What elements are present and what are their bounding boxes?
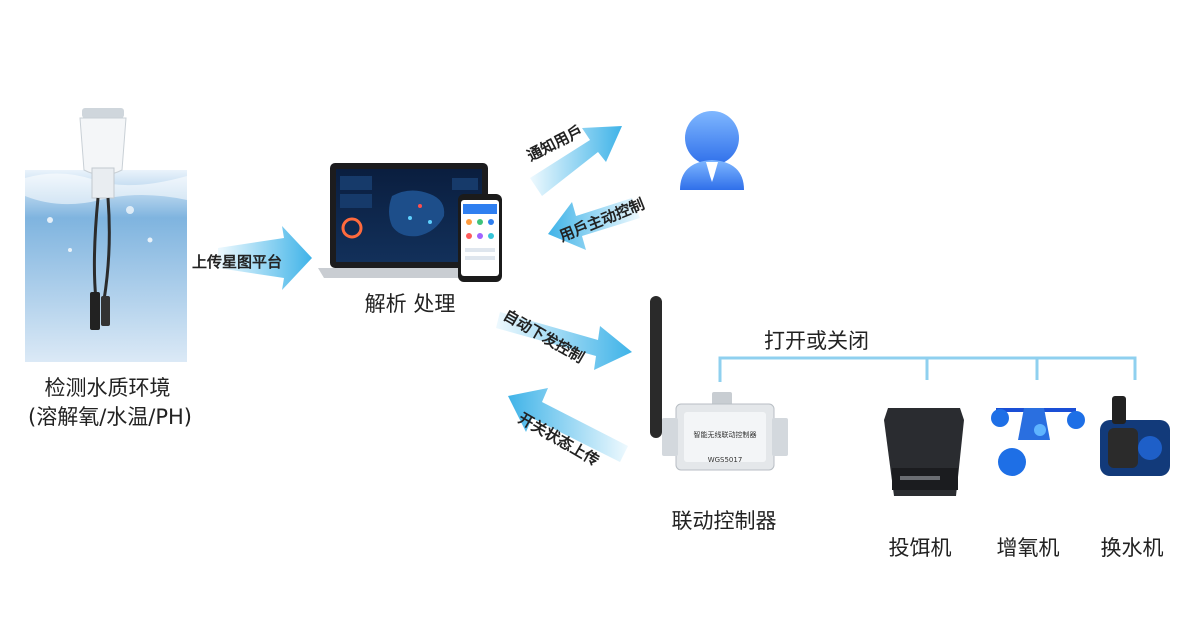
user-icon [680, 111, 744, 190]
pump-image [1100, 396, 1170, 476]
notify-user-arrow [530, 126, 622, 196]
sensor-caption-1: 检测水质环境 [44, 376, 171, 400]
sensor-caption-2: (溶解氧/水温/PH) [28, 405, 192, 429]
laptop-image [318, 163, 502, 282]
device-label-pump: 换水机 [1100, 536, 1164, 560]
user-control-arrow [548, 198, 640, 250]
upload-arrow [218, 226, 312, 290]
water-sensor-image [25, 108, 187, 362]
switch-status-arrow [508, 388, 628, 462]
controller-model: WGS5017 [707, 456, 743, 464]
device-label-feeder: 投饵机 [888, 536, 952, 560]
feeder-image [884, 408, 964, 496]
control-group-title: 打开或关闭 [764, 329, 869, 353]
aerator-image [991, 408, 1085, 476]
device-label-aerator: 增氧机 [996, 536, 1060, 560]
upload-label: 上传星图平台 [192, 253, 283, 271]
controller-caption: 联动控制器 [671, 509, 777, 533]
controller-device-text: 智能无线联动控制器 [693, 431, 757, 439]
platform-caption: 解析 处理 [364, 292, 456, 316]
controller-image [650, 296, 788, 471]
auto-control-arrow [496, 312, 632, 370]
control-bracket [718, 356, 1137, 382]
